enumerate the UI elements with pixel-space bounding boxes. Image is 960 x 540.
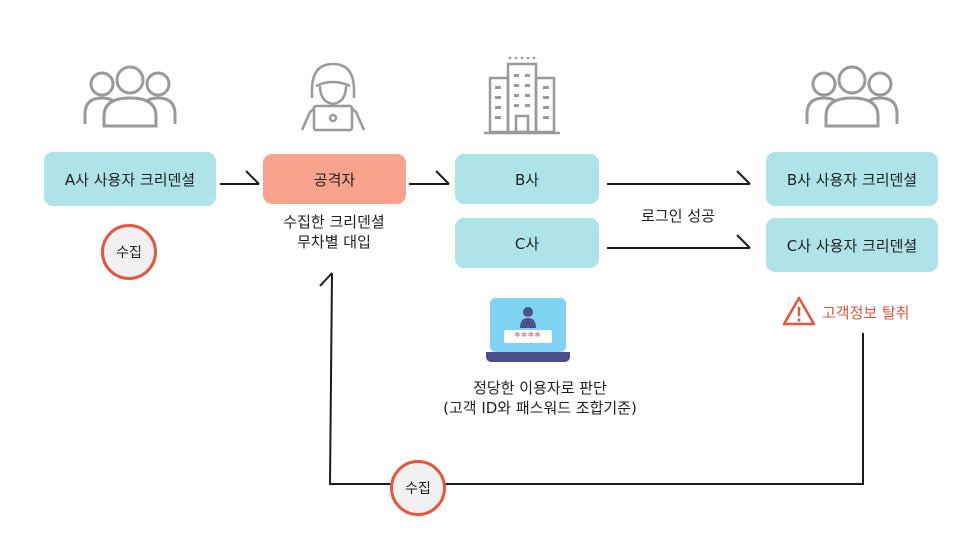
legit-user-caption: 정당한 이용자로 판단 (고객 ID와 패스워드 조합기준)	[400, 378, 680, 418]
arrow-a-to-attacker	[220, 170, 260, 185]
legit-user-line1: 정당한 이용자로 판단	[473, 379, 607, 397]
collect-badge-top: 수집	[101, 224, 157, 280]
building-icon	[484, 56, 560, 135]
login-success-label: 로그인 성공	[641, 207, 715, 225]
b-company-label: B사	[514, 170, 540, 189]
data-theft-label: 고객정보 탈취	[822, 304, 910, 322]
attacker-caption: 수집한 크리덴셜 무차별 대입	[254, 212, 414, 252]
attacker-label: 공격자	[313, 170, 356, 189]
c-company-credentials-box: C사 사용자 크리덴셜	[766, 218, 938, 272]
warning-triangle-icon	[782, 296, 816, 326]
attacker-caption-line2: 무차별 대입	[297, 233, 371, 251]
collect-badge-top-label: 수집	[116, 245, 142, 261]
login-laptop-icon: ****	[486, 298, 570, 364]
users-group-icon	[805, 65, 899, 128]
arrow-b-to-b-credentials	[607, 170, 751, 185]
collect-badge-bottom: 수집	[390, 460, 446, 516]
attacker-box: 공격자	[263, 154, 406, 204]
collect-badge-bottom-label: 수집	[405, 481, 431, 497]
b-company-box: B사	[455, 154, 599, 204]
a-company-credentials-label: A사 사용자 크리덴셜	[64, 170, 196, 189]
a-company-credentials-box: A사 사용자 크리덴셜	[44, 152, 216, 206]
b-company-credentials-label: B사 사용자 크리덴셜	[786, 170, 918, 189]
arrow-c-to-c-credentials	[607, 234, 751, 249]
return-path	[319, 272, 864, 485]
password-mask: ****	[504, 330, 552, 343]
c-company-box: C사	[455, 218, 599, 268]
users-group-icon	[83, 65, 177, 128]
c-company-label: C사	[514, 234, 540, 253]
c-company-credentials-label: C사 사용자 크리덴셜	[786, 236, 918, 255]
b-company-credentials-box: B사 사용자 크리덴셜	[766, 152, 938, 206]
legit-user-line2: (고객 ID와 패스워드 조합기준)	[443, 399, 637, 417]
arrow-attacker-to-b	[409, 170, 450, 185]
laptop-base	[486, 352, 570, 362]
attacker-caption-line1: 수집한 크리덴셜	[283, 213, 385, 231]
user-silhouette-icon	[520, 307, 536, 328]
hacker-laptop-icon	[300, 62, 366, 132]
